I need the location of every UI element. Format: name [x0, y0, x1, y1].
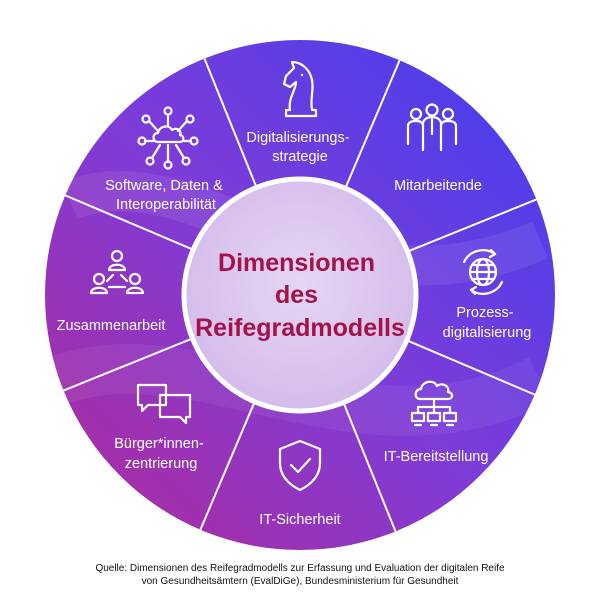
segment-label: Bürger*innen- zentrierung [114, 436, 208, 472]
source-line-2: von Gesundheitsämtern (EvalDiGe), Bundes… [141, 576, 459, 587]
cloud-nodes-icon [137, 106, 199, 170]
segment-label: Software, Daten & Interoperabilität [105, 178, 227, 213]
segment-divider [199, 401, 256, 531]
segment-label: IT-Bereitstellung [384, 449, 489, 465]
maturity-model-wheel: Dimensionen des Reifegradmodells Digital… [45, 40, 555, 550]
center-title: Dimensionen des Reifegradmodells [195, 249, 405, 342]
source-caption: Quelle: Dimensionen des Reifegradmodells… [0, 562, 600, 588]
segment-dividers [63, 58, 537, 532]
segment-mitarbeitende: Mitarbeitende [394, 103, 482, 194]
segment-divider [342, 402, 397, 532]
segment-label: Digitalisierungs- strategie [246, 130, 353, 165]
shield-check-icon [278, 439, 322, 492]
cloud-network-icon [410, 380, 458, 427]
segment-label: Mitarbeitende [394, 178, 482, 194]
segment-software-daten-interoperabilitaet: Software, Daten & Interoperabilität [105, 106, 227, 213]
segment-divider [64, 194, 194, 251]
segment-divider [344, 59, 401, 189]
chess-knight-icon [282, 60, 318, 118]
segment-it-sicherheit: IT-Sicherheit [259, 439, 341, 528]
segment-buergerinnen-zentrierung: Bürger*innen- zentrierung [114, 383, 208, 472]
globe-cycle-icon [462, 248, 504, 296]
segment-divider [407, 198, 537, 253]
source-line-1: Quelle: Dimensionen des Reifegradmodells… [95, 563, 505, 574]
segment-divider [203, 58, 258, 188]
chat-bubbles-icon [136, 383, 192, 425]
segment-it-bereitstellung: IT-Bereitstellung [384, 380, 489, 465]
segment-prozessdigitalisierung: Prozess- digitalisierung [443, 248, 532, 341]
segment-digitalisierungsstrategie: Digitalisierungs- strategie [246, 60, 353, 165]
segment-divider [406, 339, 536, 396]
segment-divider [63, 337, 193, 392]
segment-label: Zusammenarbeit [57, 318, 166, 334]
segment-zusammenarbeit: Zusammenarbeit [57, 249, 166, 334]
team-icon [406, 103, 458, 152]
segment-label: IT-Sicherheit [259, 512, 340, 528]
collaboration-icon [89, 249, 145, 295]
segment-label: Prozess- digitalisierung [443, 305, 532, 341]
center-circle [181, 176, 419, 414]
